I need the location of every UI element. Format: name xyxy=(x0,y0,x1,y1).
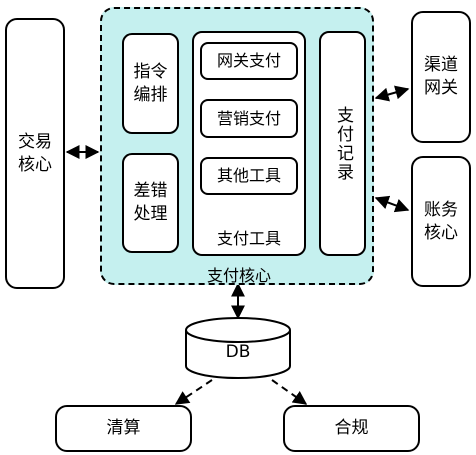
db-cylinder-body xyxy=(185,330,291,379)
trade-core-line-1: 交易 xyxy=(18,131,52,152)
instruction-orchestration-line-1: 指令 xyxy=(133,61,168,82)
account-core-line-2: 核心 xyxy=(424,222,458,243)
channel-gateway-line-1: 渠道 xyxy=(424,55,458,76)
compliance-node: 合规 xyxy=(283,405,420,452)
diff-handling-label: 差错 处理 xyxy=(134,180,168,226)
account-core-label: 账务 核心 xyxy=(424,199,458,245)
clearing-node: 清算 xyxy=(55,405,192,452)
edge-db-compliance xyxy=(271,379,308,405)
edge-pay-core-account-core xyxy=(374,195,410,213)
trade-core-line-2: 核心 xyxy=(18,154,52,175)
instruction-orchestration-line-2: 编排 xyxy=(133,84,168,105)
gateway-pay-node: 网关支付 xyxy=(200,42,298,80)
edge-pay-core-channel-gateway xyxy=(374,85,410,102)
trade-core-label: 交易 核心 xyxy=(18,131,52,177)
diff-handling-line-1: 差错 xyxy=(133,181,168,202)
account-core-line-1: 账务 xyxy=(424,199,458,220)
instruction-orchestration-label: 指令 编排 xyxy=(134,61,168,107)
diff-handling-line-2: 处理 xyxy=(133,204,168,224)
trade-core-node: 交易 核心 xyxy=(5,18,65,289)
db-cylinder-top xyxy=(185,317,291,343)
pay-core-label: 支付核心 xyxy=(206,266,271,285)
marketing-pay-node: 营销支付 xyxy=(200,99,298,138)
pay-tools-label: 支付工具 xyxy=(216,229,281,249)
diff-handling-node: 差错 处理 xyxy=(122,153,179,253)
account-core-node: 账务 核心 xyxy=(411,156,471,287)
channel-gateway-label: 渠道 网关 xyxy=(424,54,458,100)
instruction-orchestration-node: 指令 编排 xyxy=(122,33,179,134)
channel-gateway-node: 渠道 网关 xyxy=(411,11,471,143)
edge-db-clearing xyxy=(174,379,213,405)
db-label: DB xyxy=(225,342,251,362)
other-tools-node: 其他工具 xyxy=(200,157,298,195)
pay-records-node: 支付记录 xyxy=(319,31,366,256)
channel-gateway-line-2: 网关 xyxy=(424,78,458,98)
